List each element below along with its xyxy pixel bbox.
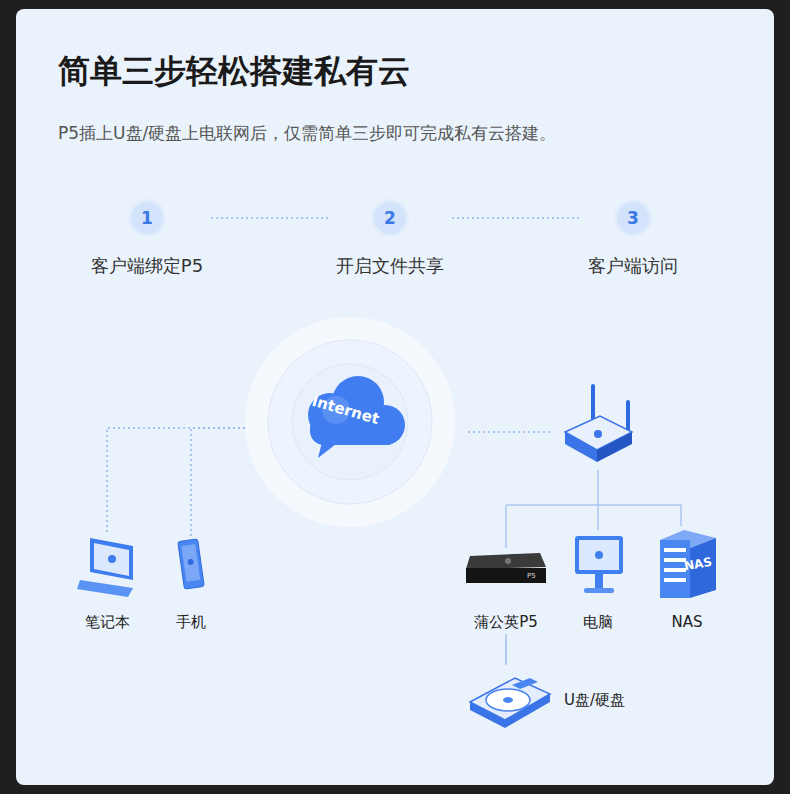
step-node: 2 开启文件共享 [332,202,448,278]
device-node: NAS NAS [655,526,719,634]
title: 简单三步轻松搭建私有云 [58,50,410,94]
connector [191,428,245,537]
monitor-icon [575,536,623,593]
step-label: 开启文件共享 [336,254,444,278]
step-label: 客户端访问 [588,254,678,278]
p5-device-icon [466,553,546,583]
device-node: 手机 [169,537,213,634]
device-label: U盘/硬盘 [564,690,625,710]
nas-icon [660,530,716,598]
laptop-icon [77,538,133,597]
step-label: 客户端绑定P5 [91,254,203,278]
device-node: 蒲公英P5 [464,550,548,634]
step-node: 1 客户端绑定P5 [87,202,207,278]
router-icon [565,386,632,462]
disk-node: U盘/硬盘 [466,665,625,735]
step-node: 3 客户端访问 [584,202,682,278]
step-number: 3 [617,202,649,234]
device-label: 电脑 [583,612,613,632]
icon-space [466,695,564,705]
step-number: 2 [374,202,406,234]
leader-line [468,431,552,433]
device-marking: P5 [527,572,536,580]
device-node: 笔记本 [72,532,142,634]
connector [107,428,245,532]
connector [211,217,328,219]
cloud-icon [308,376,405,458]
device-label: 笔记本 [85,612,130,632]
device-label: 蒲公英P5 [474,612,538,632]
device-node: 电脑 [570,532,626,634]
halo [268,340,432,504]
halo [292,364,408,480]
disk-icon [470,678,550,728]
step-number: 1 [131,202,163,234]
subtitle: P5插上U盘/硬盘上电联网后，仅需简单三步即可完成私有云搭建。 [58,122,556,145]
connector [452,217,580,219]
device-label: NAS [671,612,702,632]
internet-node: Internet [245,317,455,527]
icon-label: NAS [683,554,713,573]
cloud-label: Internet [310,392,381,428]
device-label: 手机 [176,612,206,632]
halo [245,317,455,527]
connector [505,634,507,665]
phone-icon [178,539,204,589]
